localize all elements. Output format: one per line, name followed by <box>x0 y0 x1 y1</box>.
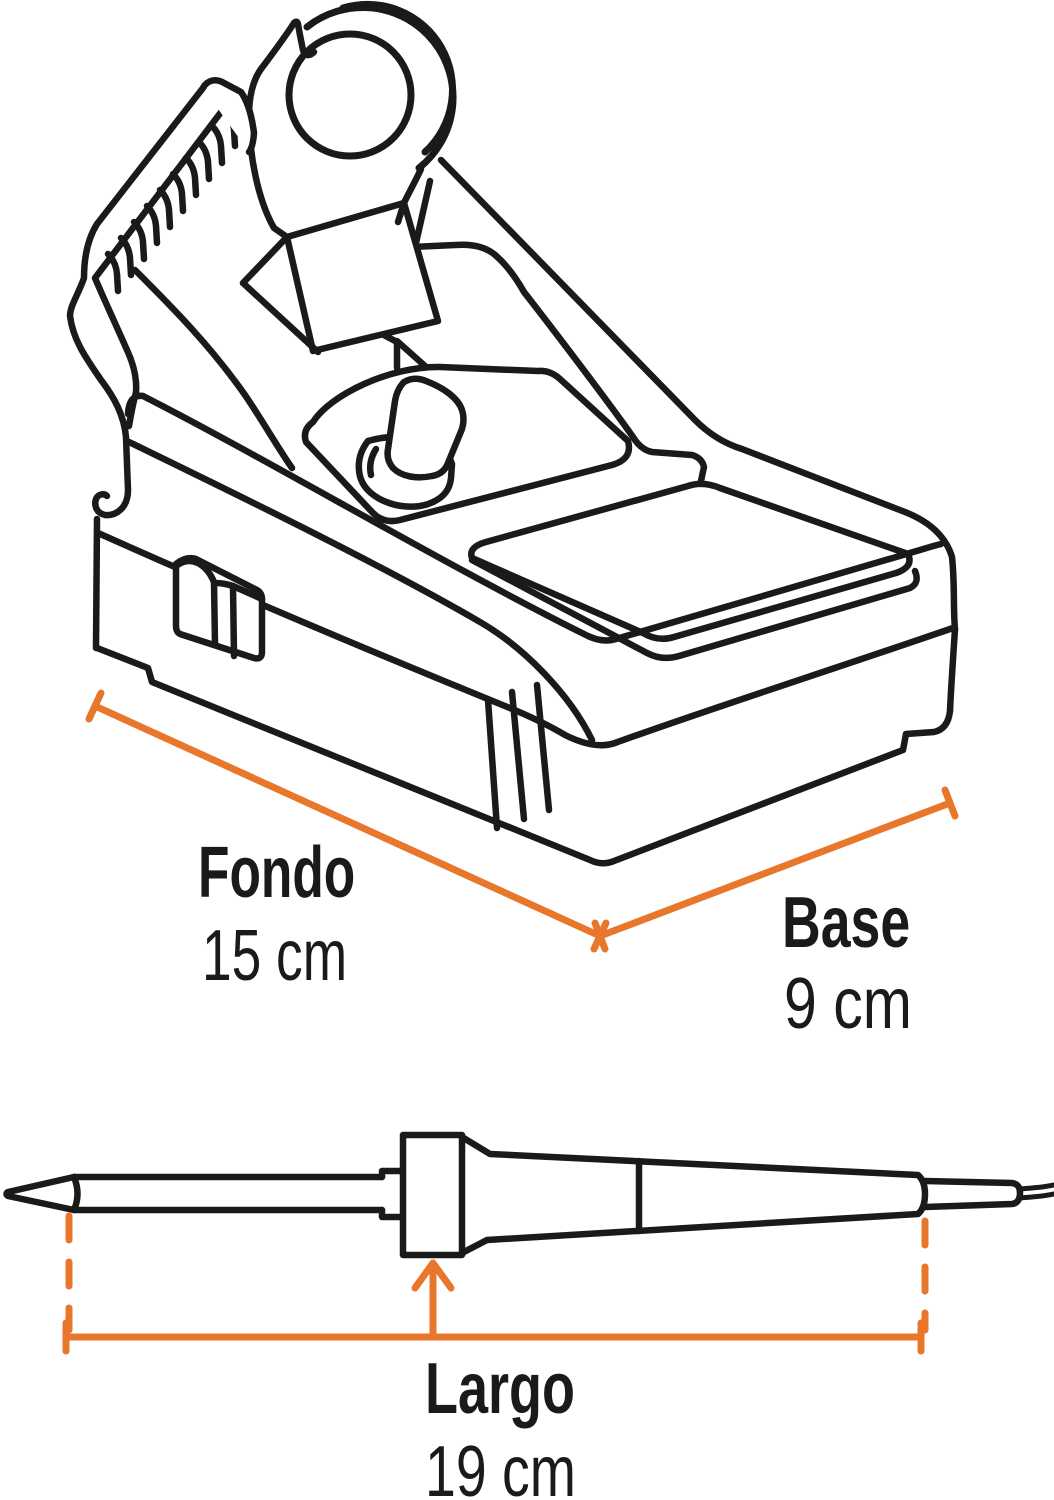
svg-text:Fondo: Fondo <box>198 833 355 914</box>
svg-text:Base: Base <box>782 883 910 962</box>
svg-text:15 cm: 15 cm <box>202 916 347 996</box>
svg-text:19 cm: 19 cm <box>425 1431 576 1500</box>
svg-text:9 cm: 9 cm <box>784 962 912 1043</box>
svg-text:Largo: Largo <box>425 1349 575 1429</box>
